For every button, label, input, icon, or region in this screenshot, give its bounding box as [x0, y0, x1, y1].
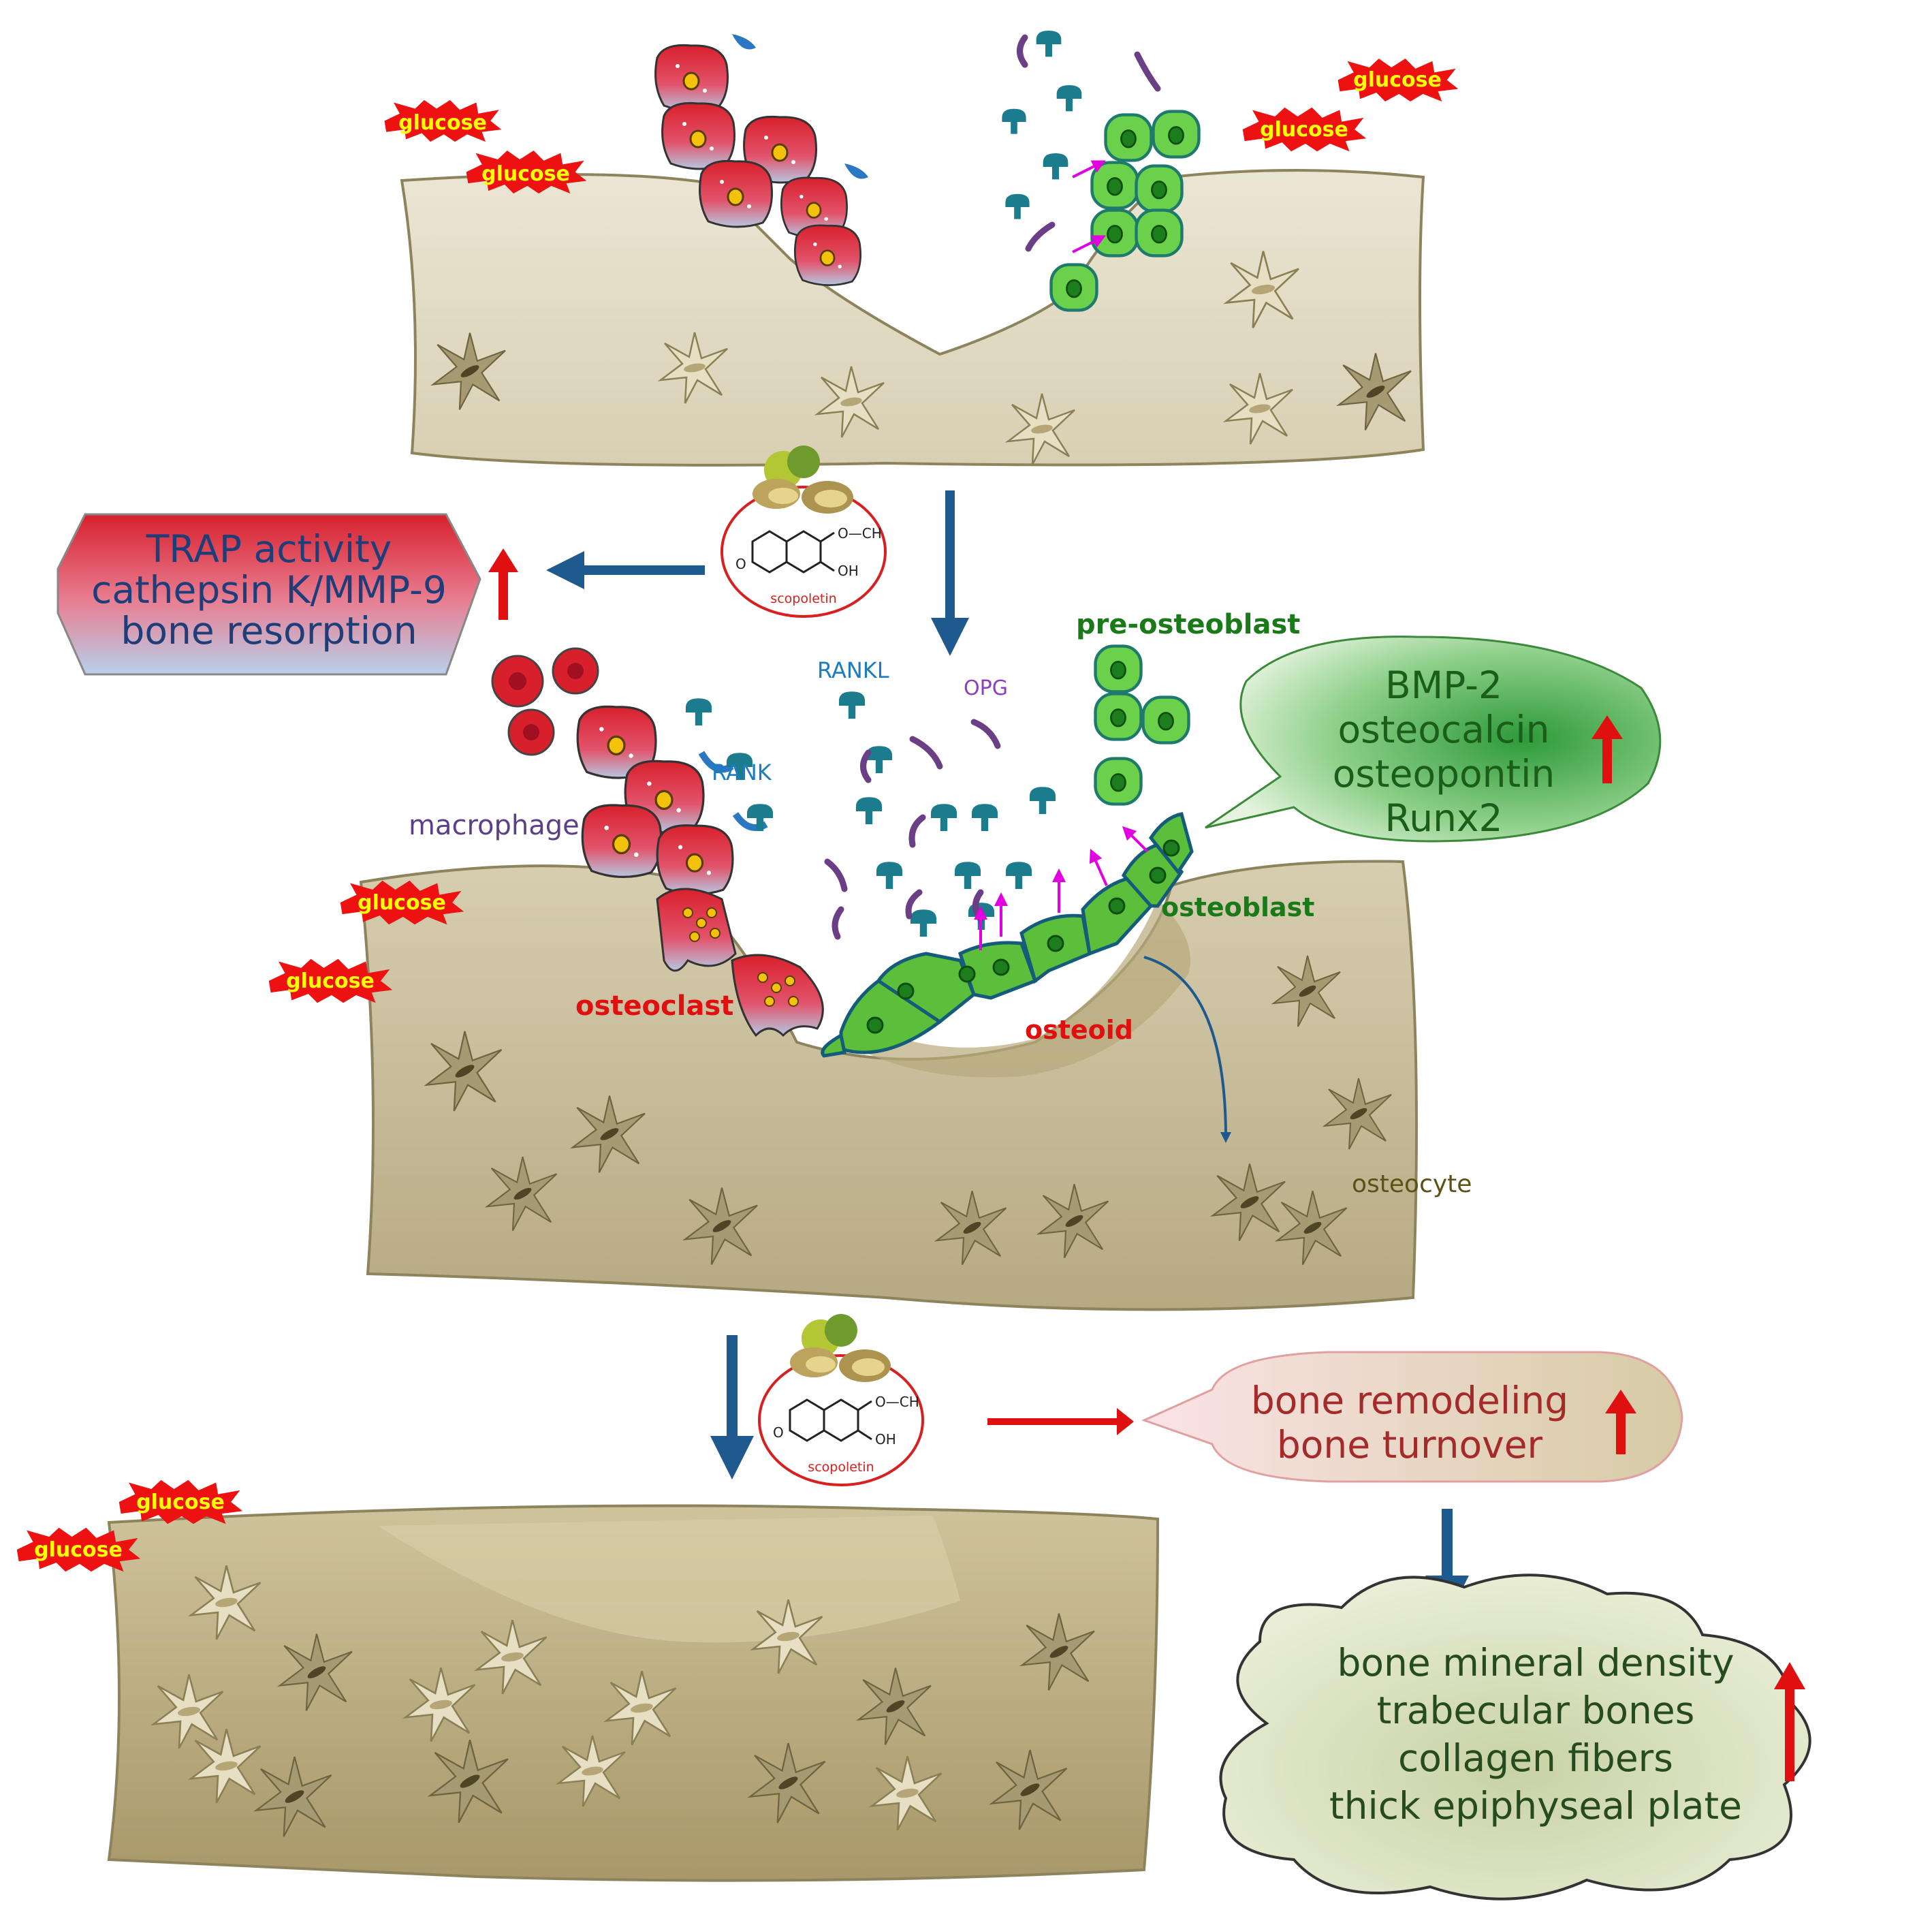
- trap-line-1: TRAP activity: [146, 527, 392, 571]
- methoxy-label: O—CH: [875, 1394, 919, 1410]
- osteoclast-label: osteoclast: [575, 990, 733, 1022]
- bmp2-line: BMP-2: [1385, 663, 1502, 707]
- scopoletin-label: scopoletin: [770, 591, 836, 606]
- glucose-burst-middle-2: glucose: [268, 958, 393, 1003]
- middle-osteoblast-cluster: [1096, 646, 1189, 804]
- osteoclast-effect-box: TRAP activity cathepsin K/MMP-9 bone res…: [57, 513, 481, 676]
- glucose-burst-middle-1: glucose: [340, 880, 464, 925]
- macrophage-label: macrophage: [409, 810, 580, 841]
- bmd-line: bone mineral density: [1337, 1641, 1734, 1685]
- glucose-label: glucose: [358, 891, 446, 915]
- runx2-line: Runx2: [1384, 796, 1502, 840]
- chemical-structure: [789, 1398, 872, 1442]
- osteopontin-line: osteopontin: [1333, 752, 1555, 796]
- noni-fruit-icon: [790, 1314, 891, 1382]
- remodeling-line-2: bone turnover: [1277, 1423, 1543, 1467]
- macrophage-cluster: [491, 647, 599, 756]
- bone-quality-cloud: bone mineral density trabecular bones co…: [1219, 1574, 1811, 1900]
- glucose-label: glucose: [1260, 118, 1348, 142]
- rankl-label: RANKL: [817, 657, 889, 683]
- scopoletin-label: scopoletin: [808, 1460, 874, 1475]
- middle-osteoclast-cluster: [576, 705, 824, 1037]
- glucose-burst-top-4: glucose: [1337, 59, 1459, 101]
- arrow-to-remodeling-head: [1117, 1408, 1134, 1435]
- osteocyte-label: osteocyte: [1352, 1170, 1472, 1198]
- scopoletin-compound-bottom: O—CH OH O scopoletin: [758, 1314, 924, 1486]
- glucose-label: glucose: [286, 969, 375, 993]
- remodeling-effect-bubble: bone remodeling bone turnover: [1141, 1351, 1683, 1483]
- carbonyl-label: O: [735, 556, 746, 572]
- glucose-burst-top-2: glucose: [466, 151, 587, 193]
- noni-fruit-icon: [753, 445, 853, 514]
- methoxy-label: O—CH: [838, 525, 882, 542]
- carbonyl-label: O: [773, 1424, 784, 1441]
- glucose-burst-bottom-1: glucose: [118, 1480, 243, 1524]
- middle-bone: [359, 860, 1418, 1311]
- remodeling-line-1: bone remodeling: [1251, 1379, 1568, 1422]
- osteoid-label: osteoid: [1025, 1015, 1133, 1045]
- rank-label: RANK: [712, 760, 772, 785]
- glucose-burst-bottom-2: glucose: [16, 1527, 141, 1572]
- osteocalcin-line: osteocalcin: [1338, 708, 1550, 751]
- bottom-bone: [107, 1504, 1160, 1882]
- scopoletin-compound-top: O—CH OH O scopoletin: [720, 445, 887, 618]
- chemical-structure: [751, 530, 835, 574]
- pre-osteoblast-label: pre-osteoblast: [1076, 609, 1300, 640]
- osteoblast-label: osteoblast: [1161, 892, 1314, 922]
- osteoblast-effect-bubble: BMP-2 osteocalcin osteopontin Runx2: [1205, 636, 1662, 843]
- glucose-burst-top-1: glucose: [384, 99, 502, 142]
- trap-line-3: bone resorption: [121, 609, 417, 653]
- opg-label: OPG: [964, 676, 1008, 700]
- top-bone: [400, 169, 1425, 467]
- up-arrow-icon: [1605, 1390, 1636, 1454]
- middle-signaling-molecules: [685, 691, 1056, 940]
- trap-line-2: cathepsin K/MMP-9: [91, 568, 447, 612]
- glucose-label: glucose: [1353, 68, 1442, 92]
- glucose-label: glucose: [481, 162, 570, 186]
- glucose-label: glucose: [136, 1490, 225, 1514]
- hydroxyl-label: OH: [838, 563, 859, 579]
- up-arrow-icon: [488, 548, 518, 620]
- arrow-to-osteocyte: [1143, 956, 1231, 1143]
- top-osteoclast-cluster: [654, 34, 868, 287]
- glucose-label: glucose: [34, 1538, 123, 1562]
- trabecular-line: trabecular bones: [1377, 1689, 1695, 1732]
- epiphyseal-line: thick epiphyseal plate: [1329, 1784, 1742, 1828]
- glucose-burst-top-3: glucose: [1242, 107, 1367, 152]
- glucose-label: glucose: [398, 111, 487, 135]
- up-arrow-icon: [1774, 1662, 1805, 1781]
- up-arrow-icon: [1591, 715, 1623, 783]
- osteoblast-lining: [821, 812, 1194, 1058]
- top-signaling-molecules: [1002, 31, 1161, 253]
- hydroxyl-label: OH: [875, 1431, 896, 1447]
- collagen-line: collagen fibers: [1398, 1736, 1673, 1780]
